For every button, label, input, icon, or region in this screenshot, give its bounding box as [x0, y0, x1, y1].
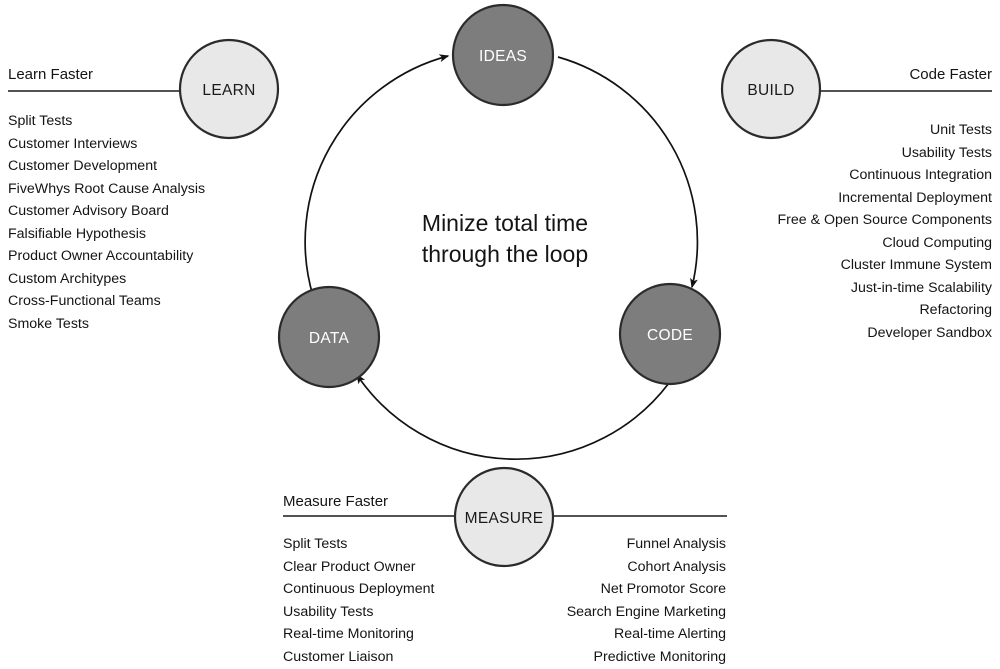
list-item: Net Promotor Score: [600, 581, 726, 597]
list-item: Funnel Analysis: [626, 536, 726, 552]
list-item: FiveWhys Root Cause Analysis: [8, 180, 206, 197]
list-item: Real-time Alerting: [614, 626, 726, 642]
measure-section-list-left: Split Tests Clear Product Owner Continuo…: [283, 533, 434, 668]
list-item: Smoke Tests: [8, 315, 89, 332]
arc-ideas-to-code: [557, 56, 699, 289]
list-item: Product Owner Accountability: [8, 248, 194, 264]
list-item: Customer Interviews: [8, 135, 138, 152]
list-item: Falsifiable Hypothesis: [8, 225, 146, 242]
center-caption-line-1: Minize total time: [421, 210, 589, 236]
list-item: Search Engine Marketing: [566, 603, 726, 620]
center-caption-line-2: through the loop: [421, 241, 589, 267]
learn-section-heading: Learn Faster: [8, 66, 94, 83]
node-build-circle[interactable]: [720, 38, 822, 140]
list-item: Continuous Deployment: [283, 581, 435, 597]
list-item: Free & Open Source Components: [777, 212, 992, 228]
node-measure-circle[interactable]: [453, 466, 555, 568]
list-item: Refactoring: [919, 302, 992, 318]
arc-data-to-ideas: [304, 54, 450, 297]
list-item: Unit Tests: [929, 122, 992, 138]
list-item: Real-time Monitoring: [283, 626, 414, 642]
node-learn-label: LEARN: [202, 82, 255, 99]
list-item: Just-in-time Scalability: [850, 279, 992, 296]
list-item: Customer Advisory Board: [8, 203, 169, 219]
node-learn-circle[interactable]: [178, 38, 280, 140]
list-item: Split Tests: [283, 536, 348, 552]
measure-section-list-right: Funnel Analysis Cohort Analysis Net Prom…: [567, 533, 726, 668]
list-item: Continuous Integration: [849, 167, 992, 183]
node-code-circle[interactable]: [618, 282, 722, 386]
list-item: Clear Product Owner: [283, 558, 416, 575]
list-item: Usability Tests: [283, 603, 374, 620]
list-item: Cluster Immune System: [840, 257, 992, 273]
list-item: Developer Sandbox: [867, 324, 992, 341]
list-item: Custom Architypes: [8, 270, 127, 287]
list-item: Cohort Analysis: [627, 558, 726, 575]
code-section-list: Unit Tests Usability Tests Continuous In…: [777, 119, 992, 344]
node-ideas-label: IDEAS: [479, 48, 527, 65]
list-item: Cloud Computing: [882, 234, 992, 251]
list-item: Predictive Monitoring: [593, 648, 726, 665]
measure-section-heading: Measure Faster: [283, 493, 389, 510]
node-build-label: BUILD: [747, 82, 794, 99]
node-data-label: DATA: [309, 330, 350, 347]
node-data-circle[interactable]: [277, 285, 381, 389]
list-item: Cross-Functional Teams: [8, 293, 161, 309]
learn-section-list: Split Tests Customer Interviews Customer…: [8, 110, 205, 335]
node-ideas-circle[interactable]: [451, 3, 555, 107]
list-item: Incremental Deployment: [838, 189, 992, 206]
node-measure-label: MEASURE: [465, 510, 544, 527]
code-section-heading: Code Faster: [909, 66, 992, 83]
node-code-label: CODE: [647, 327, 693, 344]
list-item: Split Tests: [8, 113, 73, 129]
loop-center-caption: Minize total time through the loop: [370, 208, 640, 270]
list-item: Customer Development: [8, 158, 158, 174]
arc-code-to-data: [356, 373, 670, 460]
list-item: Customer Liaison: [283, 648, 394, 665]
list-item: Usability Tests: [901, 144, 992, 161]
